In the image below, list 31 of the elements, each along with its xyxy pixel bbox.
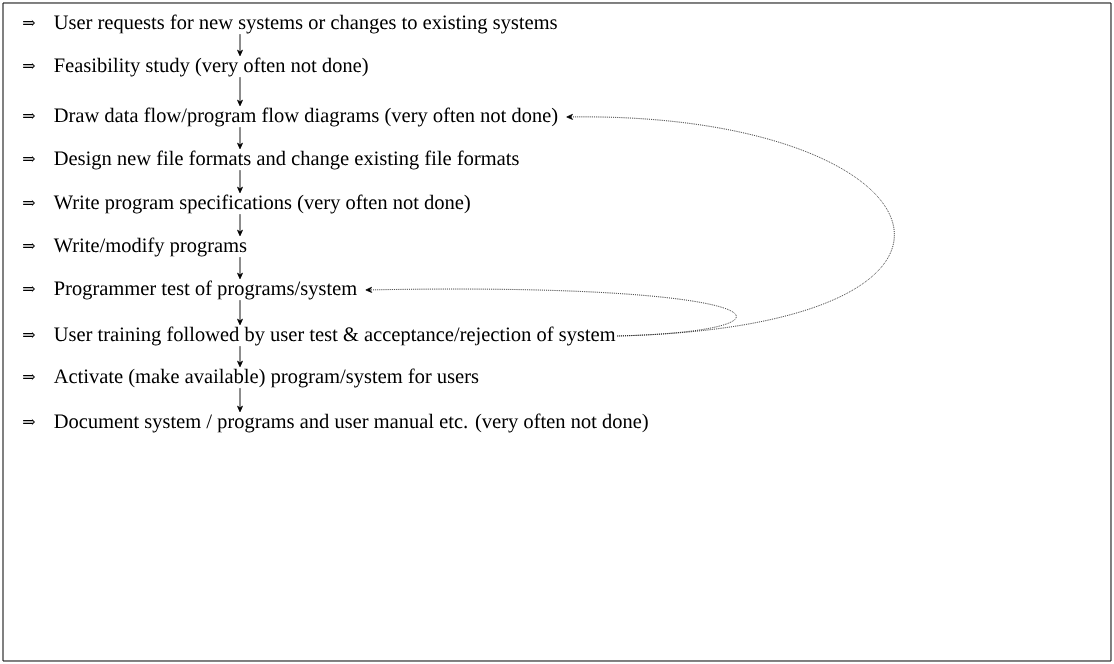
down-arrow (237, 345, 243, 368)
implies-symbol: ⇒ (23, 331, 36, 339)
implies-symbol: ⇒ (23, 418, 36, 426)
step-text: Programmer test of programs/system (54, 280, 357, 300)
down-arrow (237, 213, 243, 237)
feedback-arrow (365, 286, 736, 337)
implies-symbol: ⇒ (23, 155, 36, 163)
down-arrow (237, 33, 243, 57)
down-arrow (237, 126, 243, 150)
down-arrow (237, 76, 243, 107)
down-arrow (237, 169, 243, 194)
step-text: Draw data flow/program flow diagrams (very often not done) (54, 107, 558, 127)
implies-symbol: ⇒ (23, 199, 36, 207)
implies-symbol: ⇒ (23, 19, 36, 27)
step-text: Activate (make available) program/system for users (53, 368, 479, 388)
step-text: User requests for new systems or changes to existing systems (54, 14, 557, 34)
down-arrow (237, 387, 243, 413)
down-arrow (237, 256, 243, 280)
step-text: Design new file formats and change existing file formats (54, 150, 519, 170)
step-text: User training followed by user test & acceptance/rejection of system (54, 326, 616, 346)
implies-symbol: ⇒ (23, 242, 36, 250)
feedback-arrow (566, 113, 893, 337)
implies-symbol: ⇒ (23, 112, 36, 120)
implies-symbol: ⇒ (23, 373, 36, 381)
implies-symbol: ⇒ (23, 285, 36, 293)
step-text: Document system / programs and user manual etc. (very often not done) (54, 413, 648, 433)
step-text: Write program specifications (very often not done) (53, 194, 470, 214)
down-arrow (237, 299, 243, 326)
step-text: Write/modify programs (53, 237, 247, 257)
step-text: Feasibility study (very often not done) (54, 57, 368, 77)
implies-symbol: ⇒ (23, 62, 36, 70)
